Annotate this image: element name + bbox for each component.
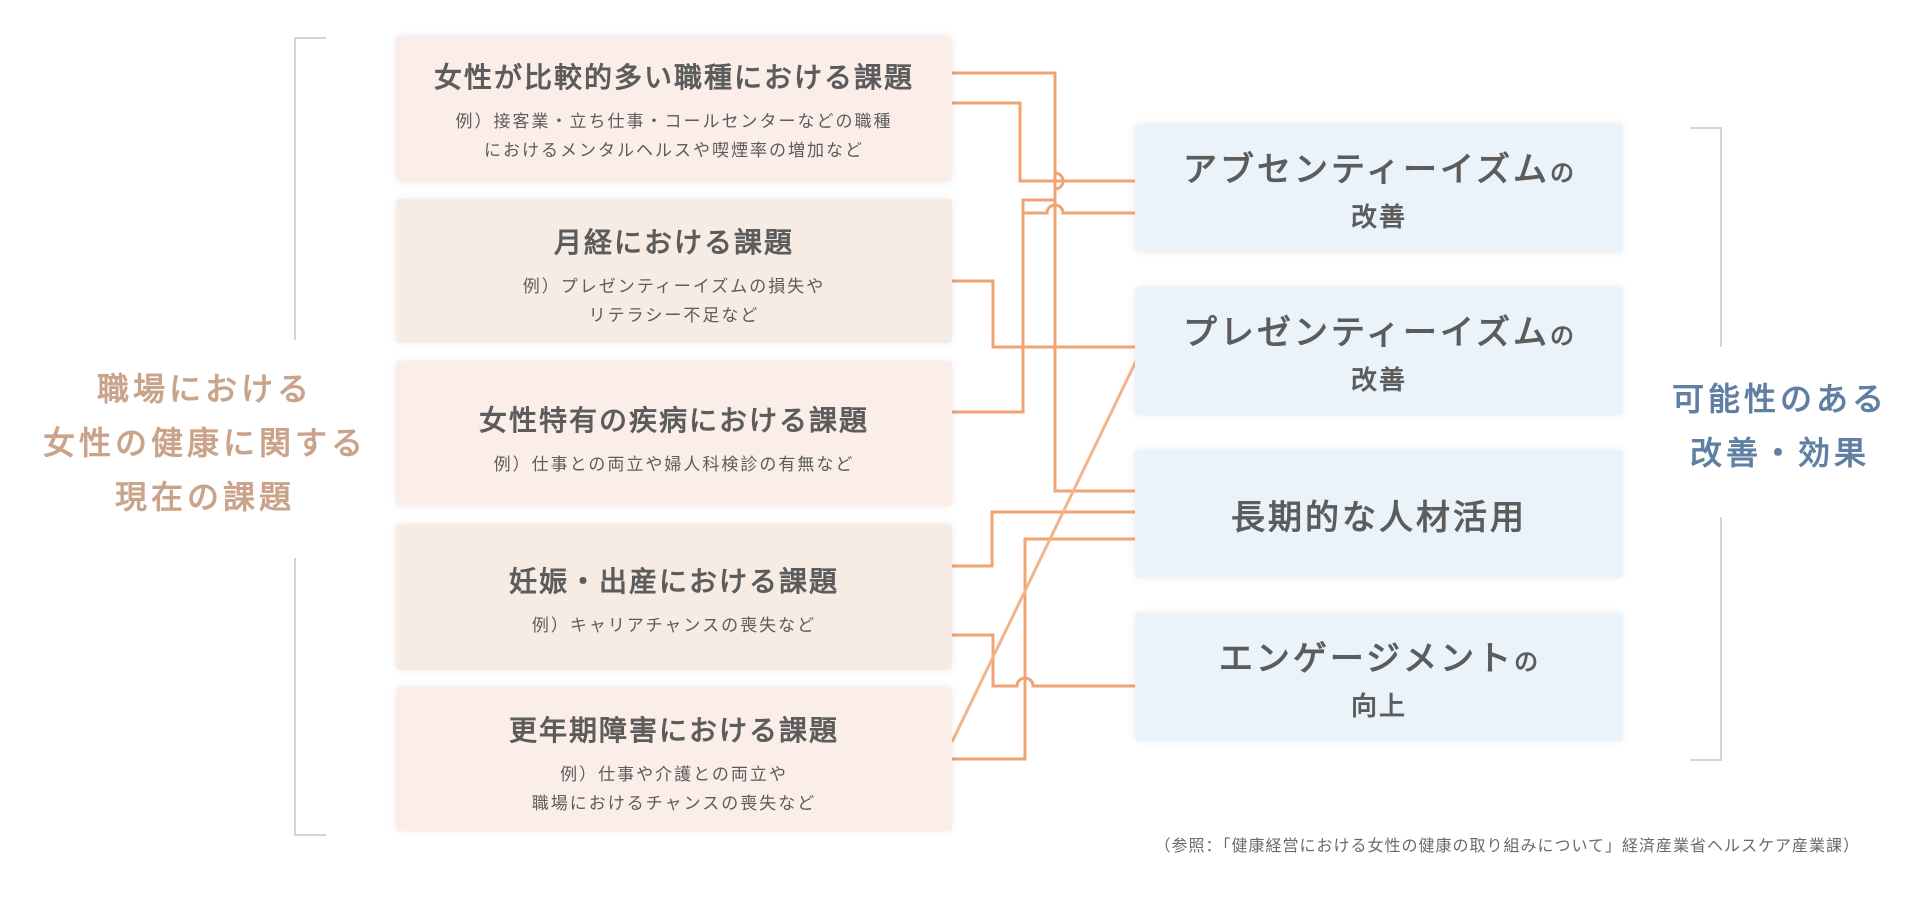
issue-box-female-diseases: 女性特有の疾病における課題 例）仕事との両立や婦人科検診の有無など <box>396 361 952 506</box>
issue-example: におけるメンタルヘルスや喫煙率の増加など <box>484 141 864 161</box>
left-label-line: 現在の課題 <box>114 478 295 516</box>
connector-issue1-talent <box>952 71 1135 493</box>
right-label-line: 改善・効果 <box>1689 434 1870 472</box>
connector-issue4-talent <box>952 510 1135 568</box>
effect-title: エンゲージメント <box>1218 639 1515 679</box>
effect-suffix: の <box>1549 322 1575 350</box>
effect-title: プレゼンティーイズム <box>1183 313 1550 353</box>
effect-title: 長期的な人材活用 <box>1231 497 1527 538</box>
effect-subtitle: 向上 <box>1350 692 1407 722</box>
issue-box-pregnancy: 妊娠・出産における課題 例）キャリアチャンスの喪失など <box>396 524 952 670</box>
issue-example: 例）キャリアチャンスの喪失など <box>531 616 817 636</box>
effect-subtitle: 改善 <box>1350 203 1407 233</box>
source-citation: （参照：「健康経営における女性の健康の取り組みについて」経済産業省ヘルスケア産業… <box>1154 836 1860 855</box>
connector-issue5-talent <box>952 537 1135 761</box>
connector-issue2-presenteeism <box>952 279 1135 349</box>
effect-box-presenteeism: プレゼンティーイズムの 改善 <box>1135 287 1623 415</box>
connector-issue5-presenteeism <box>950 356 1140 743</box>
issue-box-menopause: 更年期障害における課題 例）仕事や介護との両立や 職場におけるチャンスの喪失など <box>396 687 952 831</box>
right-category-label: 可能性のある 改善・効果 <box>1650 372 1910 480</box>
left-category-label: 職場における 女性の健康に関する 現在の課題 <box>30 362 380 524</box>
issue-title: 女性が比較的多い職種における課題 <box>433 61 914 94</box>
right-label-line: 可能性のある <box>1671 380 1888 418</box>
issue-title: 月経における課題 <box>553 226 794 259</box>
effect-box-absenteeism: アブセンティーイズムの 改善 <box>1135 124 1623 252</box>
issue-example: リテラシー不足など <box>588 306 760 326</box>
connector-issue1b-absenteeism <box>952 101 1135 183</box>
connector-issue1-absenteeism <box>952 71 1065 215</box>
effect-suffix: の <box>1549 159 1575 187</box>
effect-suffix: の <box>1514 648 1540 676</box>
issue-title: 更年期障害における課題 <box>508 714 839 747</box>
issue-example: 例）接客業・立ち仕事・コールセンターなどの職種 <box>455 112 893 132</box>
left-label-line: 女性の健康に関する <box>42 424 367 462</box>
issue-title: 女性特有の疾病における課題 <box>478 404 869 437</box>
issue-example: 例）仕事との両立や婦人科検診の有無など <box>493 455 855 475</box>
issue-example: 例）プレゼンティーイズムの損失や <box>522 277 826 297</box>
effect-box-long-term-talent: 長期的な人材活用 <box>1135 450 1623 578</box>
effect-title: アブセンティーイズム <box>1183 150 1550 190</box>
issue-box-occupations: 女性が比較的多い職種における課題 例）接客業・立ち仕事・コールセンターなどの職種… <box>396 36 952 182</box>
issue-example: 職場におけるチャンスの喪失など <box>531 794 817 814</box>
left-label-line: 職場における <box>96 370 313 408</box>
issue-box-menstruation: 月経における課題 例）プレゼンティーイズムの損失や リテラシー不足など <box>396 199 952 343</box>
issue-example: 例）仕事や介護との両立や <box>560 765 788 785</box>
issue-title: 妊娠・出産における課題 <box>508 565 839 598</box>
effect-box-engagement: エンゲージメントの 向上 <box>1135 613 1623 741</box>
connector-issue4-engagement <box>952 633 1135 688</box>
connector-issue3-absenteeism <box>952 203 1135 414</box>
effect-subtitle: 改善 <box>1350 366 1407 396</box>
